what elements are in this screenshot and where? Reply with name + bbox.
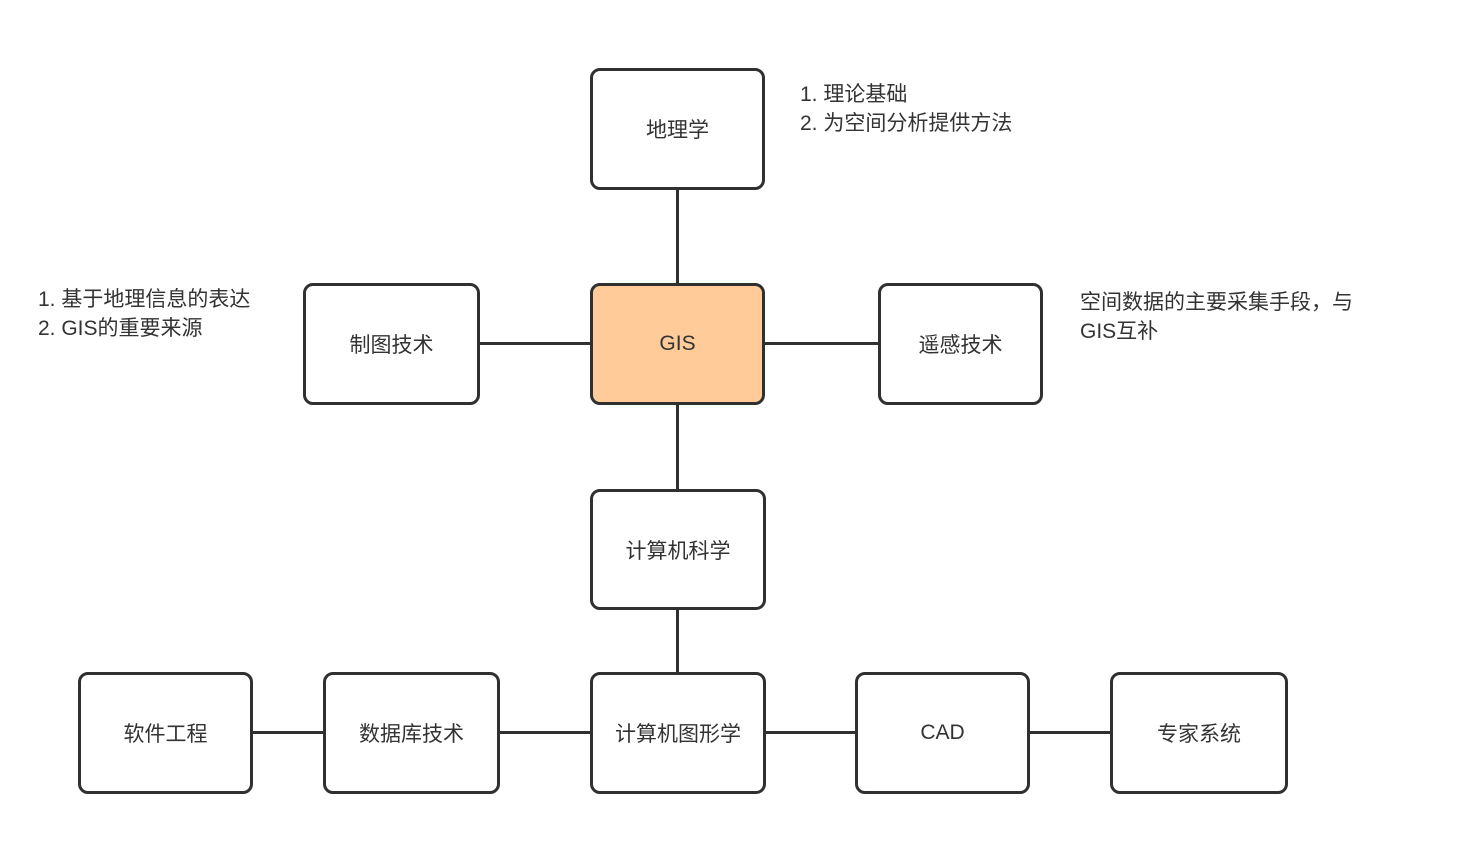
node-remote-sensing[interactable]: 遥感技术	[878, 283, 1043, 405]
node-geography[interactable]: 地理学	[590, 68, 765, 190]
annotation-line: 1. 基于地理信息的表达	[38, 288, 251, 311]
node-software-engineering-label: 软件工程	[123, 723, 208, 746]
edge-cartography-gis	[479, 342, 592, 345]
annotation-line: GIS互补	[1080, 320, 1159, 343]
edge-software-database	[252, 731, 324, 734]
edge-gis-remote-sensing	[764, 342, 879, 345]
node-cad[interactable]: CAD	[855, 672, 1030, 794]
edge-cad-expert-system	[1029, 731, 1111, 734]
node-remote-sensing-label: 遥感技术	[918, 334, 1003, 357]
annotation-geography-note: 1. 理论基础 2. 为空间分析提供方法	[800, 80, 1012, 138]
annotation-line: 2. GIS的重要来源	[38, 317, 203, 340]
edge-geography-gis	[676, 189, 679, 285]
edge-gis-computer-science	[676, 404, 679, 491]
node-geography-label: 地理学	[646, 119, 709, 142]
annotation-line: 空间数据的主要采集手段，与	[1080, 291, 1353, 314]
node-expert-system[interactable]: 专家系统	[1110, 672, 1288, 794]
node-gis[interactable]: GIS	[590, 283, 765, 405]
edge-database-graphics	[499, 731, 591, 734]
annotation-remote-sensing-note: 空间数据的主要采集手段，与 GIS互补	[1080, 288, 1353, 346]
node-computer-science[interactable]: 计算机科学	[590, 489, 766, 610]
annotation-cartography-note: 1. 基于地理信息的表达 2. GIS的重要来源	[38, 285, 250, 343]
node-computer-graphics[interactable]: 计算机图形学	[590, 672, 766, 794]
node-gis-label: GIS	[659, 332, 696, 355]
node-database-technology-label: 数据库技术	[359, 723, 464, 746]
annotation-line: 1. 理论基础	[800, 83, 908, 106]
node-cad-label: CAD	[920, 721, 965, 744]
node-cartography-label: 制图技术	[349, 334, 434, 357]
node-database-technology[interactable]: 数据库技术	[323, 672, 500, 794]
edge-graphics-cad	[765, 731, 856, 734]
node-expert-system-label: 专家系统	[1157, 723, 1241, 746]
node-computer-science-label: 计算机科学	[625, 539, 731, 563]
node-cartography[interactable]: 制图技术	[303, 283, 480, 405]
node-computer-graphics-label: 计算机图形学	[615, 723, 741, 746]
edge-computer-science-graphics	[676, 609, 679, 674]
node-software-engineering[interactable]: 软件工程	[78, 672, 253, 794]
annotation-line: 2. 为空间分析提供方法	[800, 112, 1013, 135]
